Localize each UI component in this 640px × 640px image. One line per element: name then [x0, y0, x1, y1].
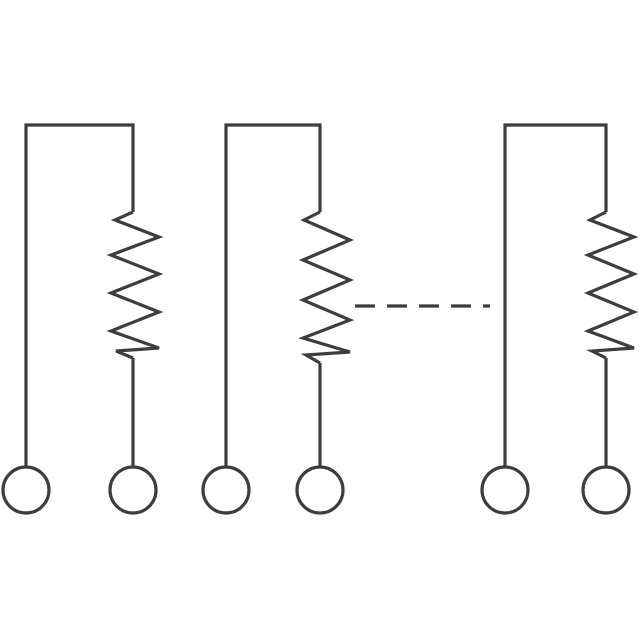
terminal-1a	[1, 465, 51, 515]
resistor-unit-2	[201, 123, 355, 515]
resistor-n-wire-loop	[503, 123, 608, 467]
resistor-unit-1	[1, 123, 164, 515]
terminal-2a	[201, 465, 251, 515]
terminal-1b	[108, 465, 158, 515]
terminal-2b	[295, 465, 345, 515]
resistor-unit-n	[480, 123, 639, 515]
resistor-2-wire-loop	[224, 123, 322, 467]
resistor-1-wire-loop	[24, 123, 135, 467]
terminal-nb	[581, 465, 631, 515]
resistor-n-zigzag	[583, 210, 639, 360]
terminal-na	[480, 465, 530, 515]
resistor-2-zigzag	[298, 210, 355, 365]
resistor-1-zigzag	[106, 210, 164, 360]
